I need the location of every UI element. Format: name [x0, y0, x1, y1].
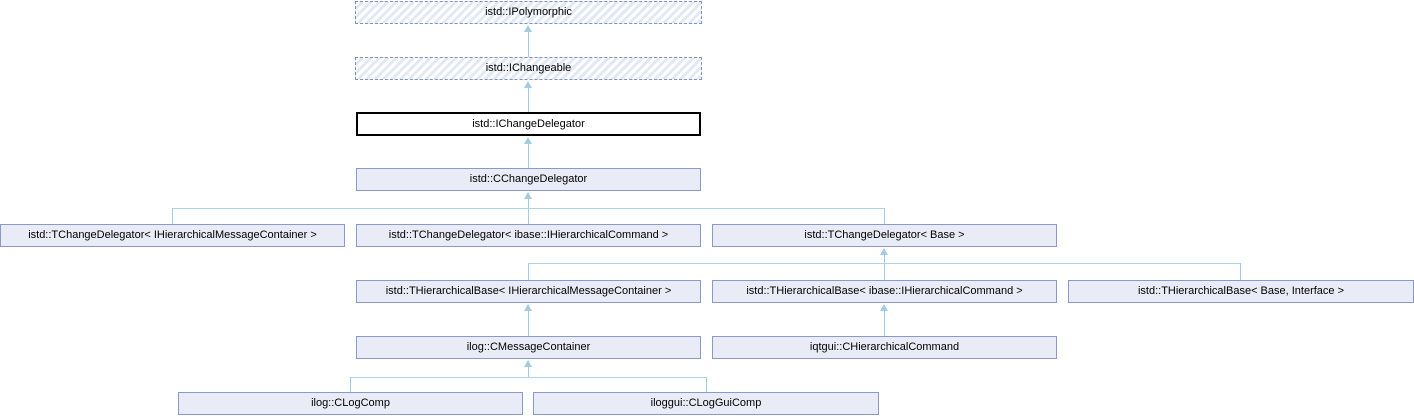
- class-node-istd-ichangeable: istd::IChangeable: [355, 57, 702, 80]
- inheritance-edge-line: [884, 310, 885, 336]
- inheritance-arrowhead: [524, 25, 532, 32]
- inheritance-edge-line: [1240, 263, 1241, 280]
- inheritance-edge-line: [528, 87, 529, 112]
- inheritance-edge-line: [528, 198, 529, 224]
- class-node-istd-thierarchicalbase-ibase-ihierarchicalcommand[interactable]: istd::THierarchicalBase< ibase::IHierarc…: [712, 280, 1057, 303]
- class-node-istd-ipolymorphic: istd::IPolymorphic: [355, 1, 702, 24]
- inheritance-edge-line: [528, 366, 529, 377]
- class-node-istd-cchangedelegator[interactable]: istd::CChangeDelegator: [356, 168, 701, 191]
- inheritance-edge-line: [172, 208, 885, 209]
- inheritance-arrowhead: [524, 304, 532, 311]
- inheritance-arrowhead: [524, 137, 532, 144]
- inheritance-edge-line: [528, 310, 529, 336]
- inheritance-arrowhead: [880, 248, 888, 255]
- class-node-iloggui-cloggguicomp[interactable]: iloggui::CLogGuiComp: [533, 392, 879, 415]
- class-node-ilog-clogcomp[interactable]: ilog::CLogComp: [178, 392, 523, 415]
- class-node-istd-thierarchicalbase-ihierarchicalmessagecontainer[interactable]: istd::THierarchicalBase< IHierarchicalMe…: [356, 280, 701, 303]
- inheritance-edge-line: [528, 31, 529, 57]
- inheritance-edge-line: [350, 377, 707, 378]
- inheritance-edge-line: [528, 143, 529, 168]
- class-node-istd-tchangedelegator-base[interactable]: istd::TChangeDelegator< Base >: [712, 224, 1057, 247]
- inheritance-edge-line: [884, 254, 885, 280]
- inheritance-edge-line: [172, 208, 173, 224]
- inheritance-arrowhead: [524, 81, 532, 88]
- class-node-istd-ichangedelegator-current: istd::IChangeDelegator: [356, 112, 701, 136]
- inheritance-arrowhead: [524, 192, 532, 199]
- inheritance-edge-line: [706, 377, 707, 392]
- class-node-istd-tchangedelegator-ibase-ihierarchicalcommand[interactable]: istd::TChangeDelegator< ibase::IHierarch…: [356, 224, 701, 247]
- inheritance-arrowhead: [880, 304, 888, 311]
- inheritance-edge-line: [528, 263, 529, 280]
- inheritance-edge-line: [884, 208, 885, 224]
- class-node-istd-tchangedelegator-ihierarchicalmessagecontainer[interactable]: istd::TChangeDelegator< IHierarchicalMes…: [0, 224, 345, 247]
- class-node-ilog-cmessagecontainer[interactable]: ilog::CMessageContainer: [356, 336, 701, 359]
- class-node-iqtgui-chierarchicalcommand[interactable]: iqtgui::CHierarchicalCommand: [712, 336, 1057, 359]
- inheritance-edge-line: [528, 263, 1241, 264]
- inheritance-arrowhead: [524, 360, 532, 367]
- inheritance-edge-line: [350, 377, 351, 392]
- class-node-istd-thierarchicalbase-base-interface[interactable]: istd::THierarchicalBase< Base, Interface…: [1068, 280, 1414, 303]
